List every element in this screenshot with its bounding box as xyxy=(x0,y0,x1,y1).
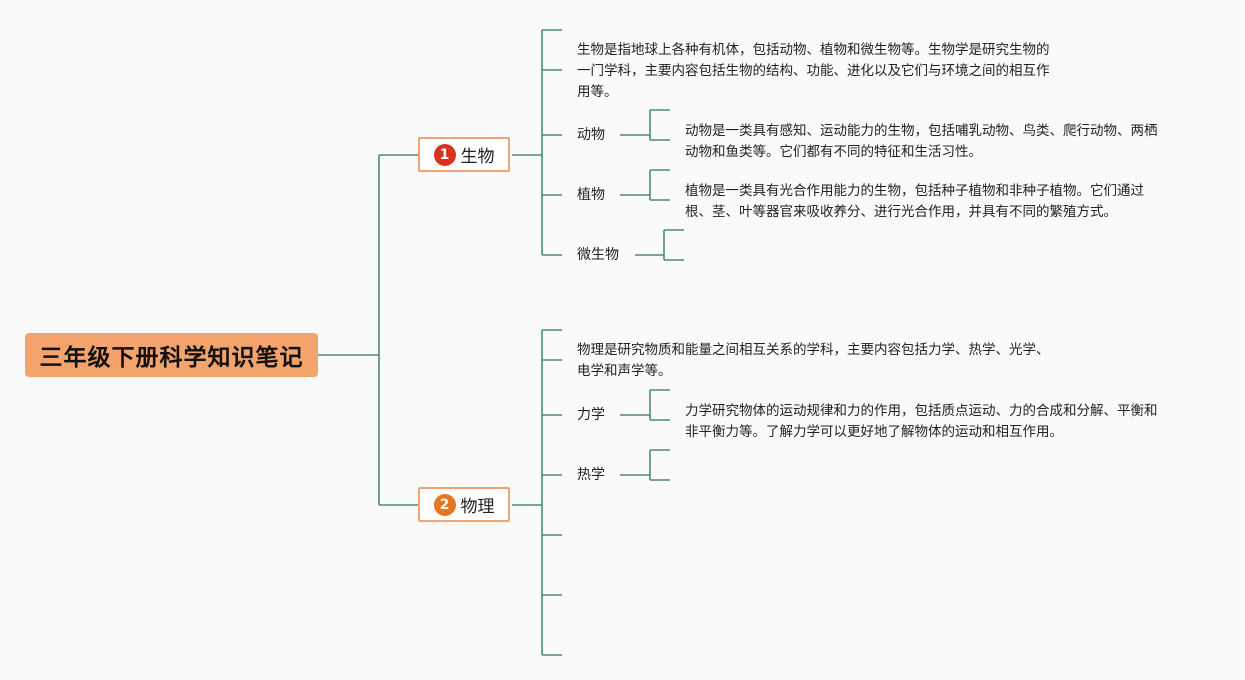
number-1-icon: 1 xyxy=(433,143,456,166)
topic-node-physics[interactable]: 2 物理 xyxy=(418,487,510,522)
subtopic-animal[interactable]: 动物 xyxy=(577,127,605,143)
topic-label: 物理 xyxy=(460,497,495,517)
subtopic-mechanics[interactable]: 力学 xyxy=(577,407,605,423)
topic-label: 生物 xyxy=(460,147,495,167)
subtopic-detail[interactable]: 动物是一类具有感知、运动能力的生物，包括哺乳动物、鸟类、爬行动物、两栖 动物和鱼… xyxy=(685,123,1158,160)
subtopic-thermal[interactable]: 热学 xyxy=(577,467,605,483)
topic-description[interactable]: 生物是指地球上各种有机体，包括动物、植物和微生物等。生物学是研究生物的 一门学科… xyxy=(577,42,1050,100)
root-node[interactable]: 三年级下册科学知识笔记 xyxy=(25,333,318,377)
subtopic-detail[interactable]: 植物是一类具有光合作用能力的生物，包括种子植物和非种子植物。它们通过 根、茎、叶… xyxy=(685,183,1144,220)
topic-node-biology[interactable]: 1 生物 xyxy=(418,137,510,172)
subtopic-microbe[interactable]: 微生物 xyxy=(577,247,619,263)
root-title: 三年级下册科学知识笔记 xyxy=(39,345,304,371)
subtopic-plant[interactable]: 植物 xyxy=(577,187,605,203)
subtopic-detail[interactable]: 力学研究物体的运动规律和力的作用，包括质点运动、力的合成和分解、平衡和 非平衡力… xyxy=(685,403,1158,440)
number-2-icon: 2 xyxy=(433,493,456,516)
topic-description[interactable]: 物理是研究物质和能量之间相互关系的学科，主要内容包括力学、热学、光学、 电学和声… xyxy=(577,342,1050,379)
